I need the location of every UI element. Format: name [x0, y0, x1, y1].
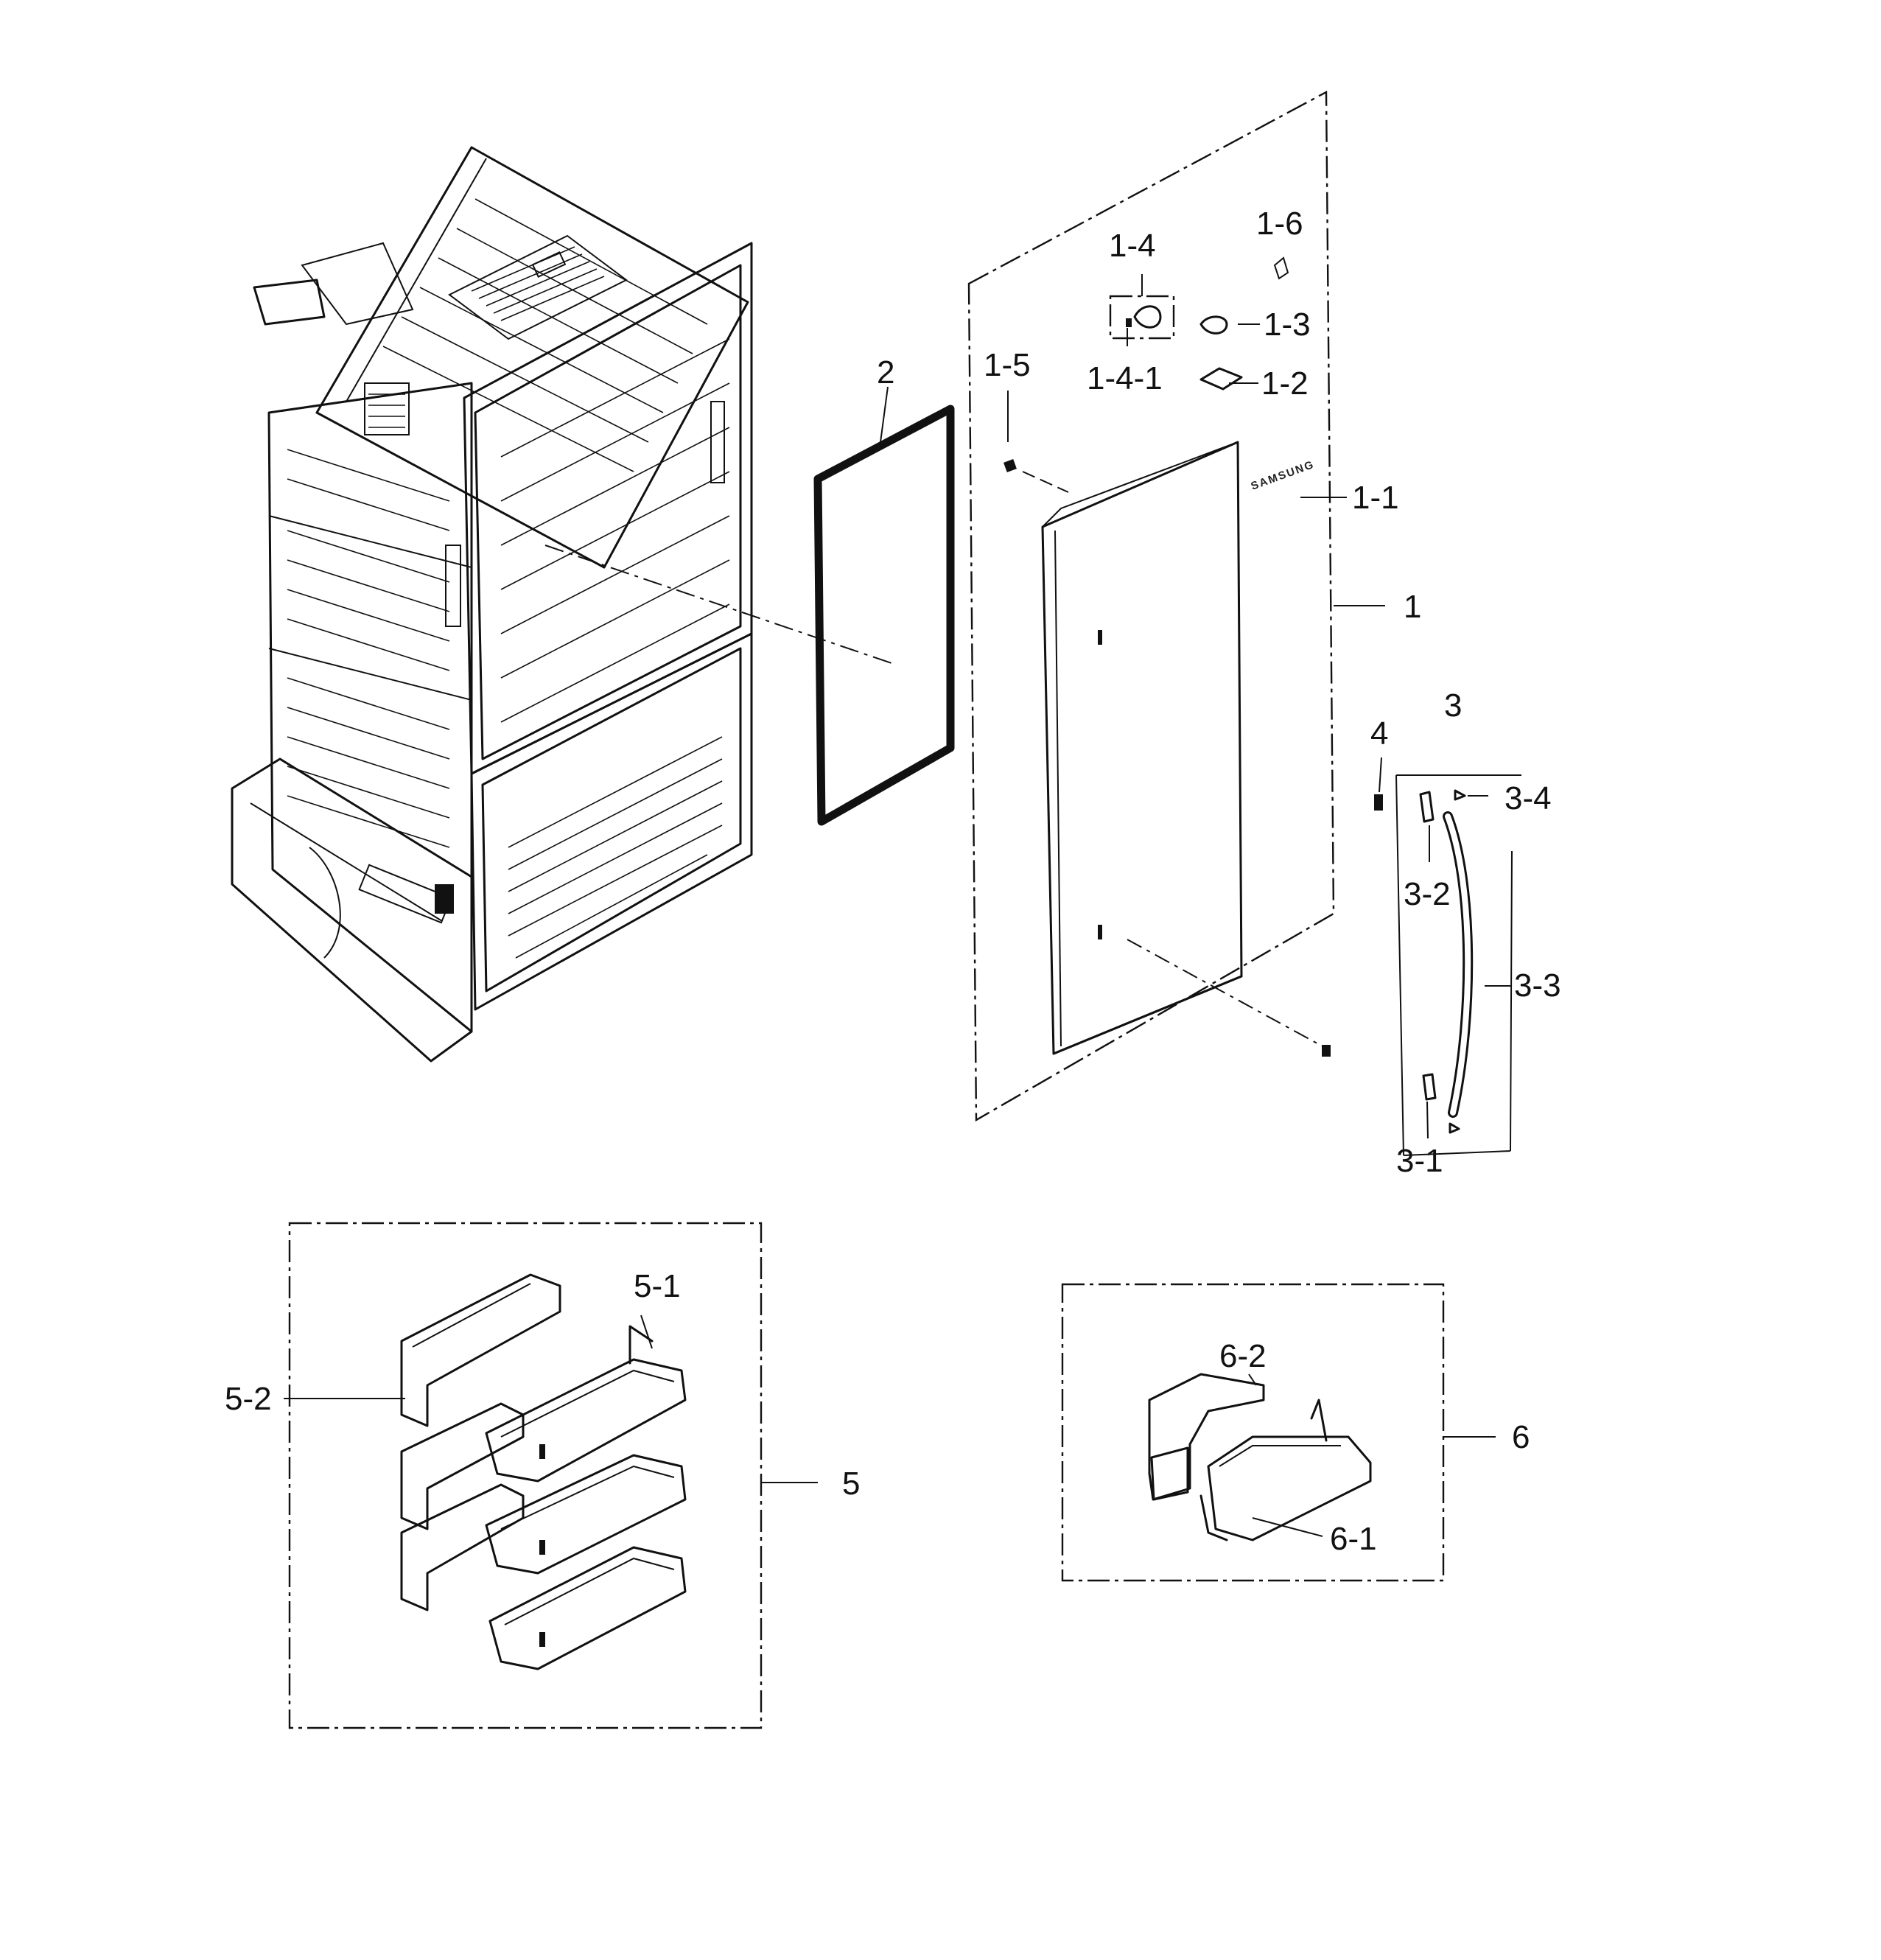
handle-lower-mount: [1422, 1073, 1437, 1101]
small-bin-group-boundary: [1061, 1283, 1445, 1582]
callout-3-2: 3-2: [1404, 876, 1451, 912]
hinge-pin: [1126, 318, 1132, 327]
callout-2: 2: [877, 354, 894, 391]
refrigerator-door: SAMSUNG: [1041, 441, 1317, 1055]
callout-4: 4: [1370, 715, 1388, 752]
callout-6: 6: [1512, 1419, 1530, 1455]
handle-cap-top: [1454, 789, 1466, 801]
handle-screw: [1374, 794, 1383, 811]
door-screw-line: [1127, 939, 1323, 1047]
callout-3-4: 3-4: [1505, 780, 1552, 816]
cap-hinge-part: [1273, 256, 1289, 280]
door-pin-line: [1022, 471, 1069, 493]
callout-1-4-1: 1-4-1: [1087, 360, 1163, 396]
callout-1-3: 1-3: [1264, 307, 1311, 343]
callout-5-1: 5-1: [634, 1268, 681, 1304]
callout-1-2: 1-2: [1261, 365, 1309, 402]
callout-leaders: [284, 274, 1510, 1537]
callout-5: 5: [842, 1466, 860, 1502]
door-bins-group-boundary: [288, 1222, 763, 1729]
callout-1: 1: [1404, 589, 1421, 625]
gasket-alignment-line: [544, 545, 892, 664]
door-bins-set: [400, 1273, 687, 1670]
door-assembly-boundary: [967, 91, 1335, 1122]
refrigerator-cabinet: [231, 146, 753, 1063]
hinge-bushing: [1133, 305, 1162, 329]
handle-cap-bottom: [1449, 1122, 1460, 1134]
small-bin-set: [1148, 1373, 1372, 1541]
hinge-subassembly-boundary: [1109, 295, 1175, 340]
handle-upper-mount: [1419, 791, 1435, 823]
door-stop-pin: [1003, 459, 1017, 472]
hinge-cap: [1199, 315, 1228, 335]
callout-6-1: 6-1: [1330, 1521, 1377, 1557]
callout-1-1: 1-1: [1352, 480, 1399, 516]
door-brand-logo: SAMSUNG: [1250, 458, 1317, 493]
callout-3-3: 3-3: [1514, 967, 1561, 1004]
callout-1-5: 1-5: [984, 347, 1031, 383]
callout-1-6: 1-6: [1256, 206, 1303, 242]
callout-3-1: 3-1: [1396, 1143, 1443, 1179]
callout-1-4: 1-4: [1109, 228, 1156, 264]
callout-5-2: 5-2: [225, 1381, 272, 1417]
door-gasket: [813, 405, 955, 826]
callout-6-2: 6-2: [1219, 1338, 1267, 1374]
door-bottom-screw: [1322, 1045, 1331, 1057]
callout-3: 3: [1444, 687, 1462, 724]
hinge-plate: [1199, 367, 1243, 391]
handle-group-bracket: [1395, 774, 1521, 1156]
